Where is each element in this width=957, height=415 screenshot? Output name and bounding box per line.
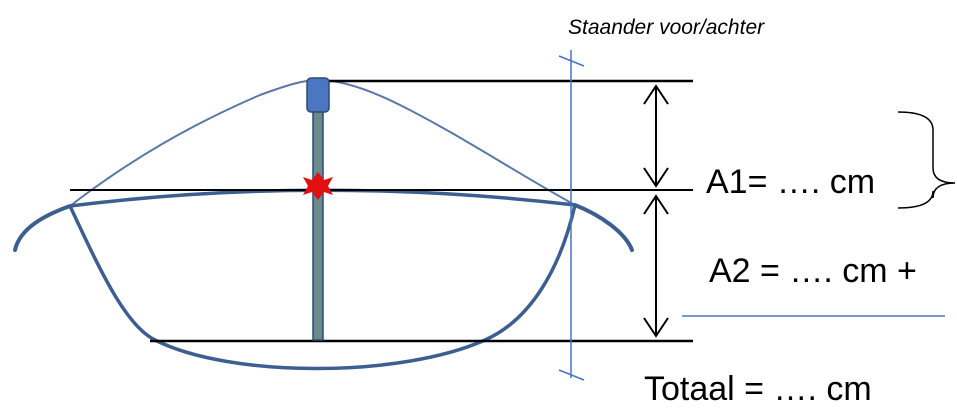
- stanchion-caption: Staander voor/achter: [568, 16, 765, 39]
- a1-arrowhead-bottom: [643, 167, 669, 188]
- a2-arrowhead-bottom: [643, 317, 669, 338]
- mast-cap: [306, 77, 330, 113]
- a2-label: A2 = …. cm +: [709, 252, 917, 290]
- mast-pole: [312, 109, 324, 341]
- hull-bowl: [68, 204, 577, 371]
- red-x-marker: [303, 172, 333, 200]
- a1-brace: [897, 111, 956, 209]
- stanchion-tick-bottom: [558, 369, 585, 381]
- a1-arrowhead-top: [643, 84, 669, 105]
- stanchion-tick-top: [558, 55, 585, 67]
- hull-flare-left: [13, 204, 72, 252]
- hull-flare-right: [573, 203, 634, 252]
- total-label: Totaal = …. cm: [644, 370, 872, 408]
- a1-label: A1= …. cm: [706, 163, 876, 201]
- a2-arrowhead-top: [643, 194, 669, 215]
